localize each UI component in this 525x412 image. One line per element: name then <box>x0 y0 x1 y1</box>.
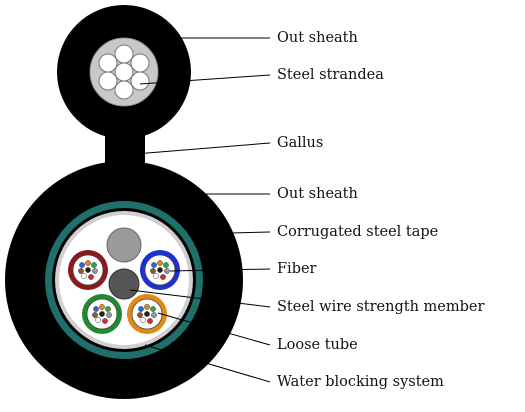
fiber <box>140 317 146 323</box>
steel-strand-wire <box>114 44 134 64</box>
fiber <box>138 306 144 312</box>
label-corrugated-steel-tape: Corrugated steel tape <box>277 224 439 240</box>
steel-strand-wire <box>114 80 134 100</box>
fiber <box>93 306 99 312</box>
leader-water-blocking-system <box>144 344 271 383</box>
loose-tube-red <box>68 250 108 290</box>
label-water-blocking-system: Water blocking system <box>277 374 444 390</box>
fiber <box>105 306 111 312</box>
filler-rod <box>106 227 142 263</box>
fiber <box>160 274 166 280</box>
steel-strand-wire <box>98 71 118 91</box>
leader-steel-strand <box>139 74 271 85</box>
leader-corrugated-steel-tape <box>191 231 271 235</box>
steel-strand-wires <box>98 44 150 100</box>
loose-tube-orange <box>127 294 167 334</box>
steel-strand-wire <box>114 62 134 82</box>
label-fiber: Fiber <box>277 261 317 277</box>
fiber <box>85 260 91 266</box>
fiber <box>102 318 108 324</box>
fiber <box>91 262 97 268</box>
fiber <box>79 262 85 268</box>
loose-tube-blue <box>140 250 180 290</box>
fiber <box>78 268 84 274</box>
fiber <box>151 262 157 268</box>
fiber <box>92 268 98 274</box>
fiber <box>99 304 105 310</box>
fiber <box>153 273 159 279</box>
fiber <box>150 306 156 312</box>
label-out-sheath-top: Out sheath <box>277 30 358 46</box>
fiber <box>106 312 112 318</box>
label-steel-strand: Steel strandea <box>277 67 384 83</box>
fiber <box>144 304 150 310</box>
fiber <box>157 267 163 273</box>
leader-fiber <box>169 268 271 272</box>
loose-tube-green <box>82 294 122 334</box>
leader-loose-tube <box>157 312 271 346</box>
steel-strand-wire <box>130 53 150 73</box>
fiber <box>81 273 87 279</box>
fiber <box>144 311 150 317</box>
label-loose-tube: Loose tube <box>277 337 358 353</box>
label-steel-wire-strength-member: Steel wire strength member <box>277 299 485 315</box>
steel-strand-wire <box>130 71 150 91</box>
fiber <box>151 312 157 318</box>
fiber <box>95 317 101 323</box>
fiber <box>164 268 170 274</box>
fiber <box>88 274 94 280</box>
leader-gallus <box>134 142 271 155</box>
fiber <box>150 268 156 274</box>
fiber <box>92 312 98 318</box>
leader-steel-wire-strength-member <box>129 289 271 308</box>
fiber <box>163 262 169 268</box>
fiber <box>157 260 163 266</box>
fiber <box>99 311 105 317</box>
fiber <box>85 267 91 273</box>
steel-strand-wire <box>98 53 118 73</box>
fiber <box>147 318 153 324</box>
label-out-sheath-bottom: Out sheath <box>277 186 358 202</box>
steel-wire-strength-member <box>108 268 140 300</box>
fiber <box>137 312 143 318</box>
label-gallus: Gallus <box>277 135 324 151</box>
